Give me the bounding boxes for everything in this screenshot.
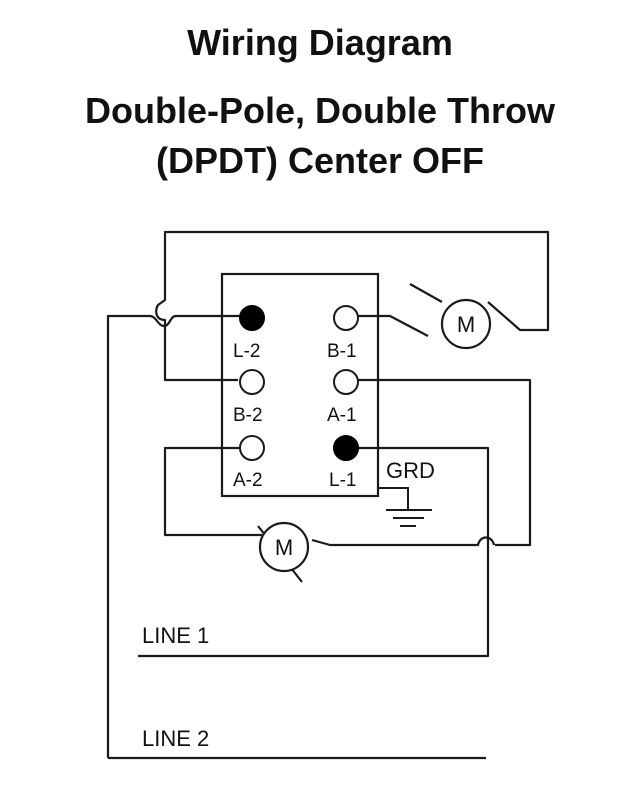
diagram-subtitle-line-1: Double-Pole, Double Throw — [85, 90, 555, 131]
line1-label: LINE 1 — [142, 623, 209, 648]
line1-feeder-wire — [138, 446, 490, 658]
top-motor-lead — [409, 283, 443, 303]
terminal-label-b2: B-2 — [233, 405, 263, 426]
motor-top-label: M — [457, 312, 475, 337]
terminal-label-l1: L-1 — [329, 470, 356, 491]
terminal-label-l2: L-2 — [233, 341, 260, 362]
line2-label: LINE 2 — [142, 726, 209, 751]
terminal-label-b1: B-1 — [327, 341, 357, 362]
line2-feeder-wire — [106, 314, 240, 758]
a2-wire — [163, 446, 262, 537]
terminal-b1 — [333, 305, 359, 331]
terminal-label-a2: A-2 — [233, 470, 263, 491]
a1-wire — [358, 378, 532, 547]
motor-bottom-label: M — [275, 535, 293, 560]
top-loop-wire — [155, 230, 550, 370]
ground-label: GRD — [386, 458, 435, 483]
terminal-label-a1: A-1 — [327, 405, 357, 426]
terminal-b2 — [239, 369, 265, 395]
motor-bottom: M — [258, 521, 310, 573]
terminal-a1 — [333, 369, 359, 395]
diagram-title: Wiring Diagram — [187, 22, 453, 63]
lower-motor-right-lead — [311, 536, 496, 547]
diagram-subtitle-line-2: (DPDT) Center OFF — [156, 140, 484, 181]
ground-lead — [378, 487, 409, 510]
b2-wire — [163, 370, 238, 382]
motor-top: M — [440, 298, 492, 350]
terminal-l1 — [333, 435, 359, 461]
terminal-l2 — [239, 305, 265, 331]
terminal-a2 — [239, 435, 265, 461]
b1-to-motor-wire — [358, 314, 429, 337]
